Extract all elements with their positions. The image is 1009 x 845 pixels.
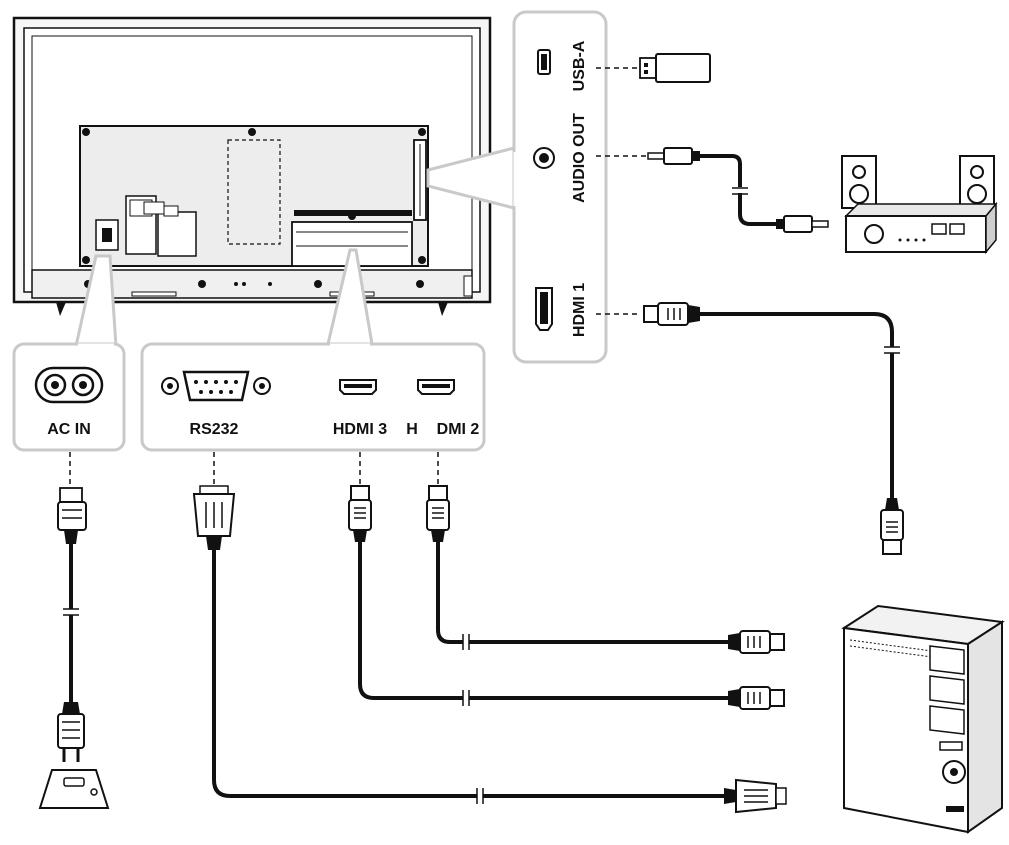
audio-cable-icon xyxy=(596,147,829,233)
ac-in-label: AC IN xyxy=(47,421,91,438)
desktop-pc-icon xyxy=(841,604,1005,834)
hdmi-cable-icon xyxy=(426,452,785,654)
audio-out-label: AUDIO OUT xyxy=(571,113,588,203)
usb-a-label: USB-A xyxy=(571,40,588,91)
hdmi1-label: HDMI 1 xyxy=(571,283,588,337)
tv-rear-panel-icon xyxy=(12,16,492,316)
power-cord-icon xyxy=(57,452,87,762)
usb-cable-icon xyxy=(596,53,711,83)
hdmi2-label-prefix: H xyxy=(406,421,418,438)
rs232-port xyxy=(161,370,271,402)
rs232-cable-icon xyxy=(192,452,787,814)
wall-outlet-icon xyxy=(38,769,110,809)
hdmi3-label: HDMI 3 xyxy=(333,421,387,438)
hdmi2-label-rest: DMI 2 xyxy=(437,421,480,438)
hdmi-cable-icon xyxy=(348,452,785,710)
hdmi-cable-icon xyxy=(596,302,904,555)
rs232-label: RS232 xyxy=(190,421,239,438)
speaker-system-icon xyxy=(841,155,998,255)
